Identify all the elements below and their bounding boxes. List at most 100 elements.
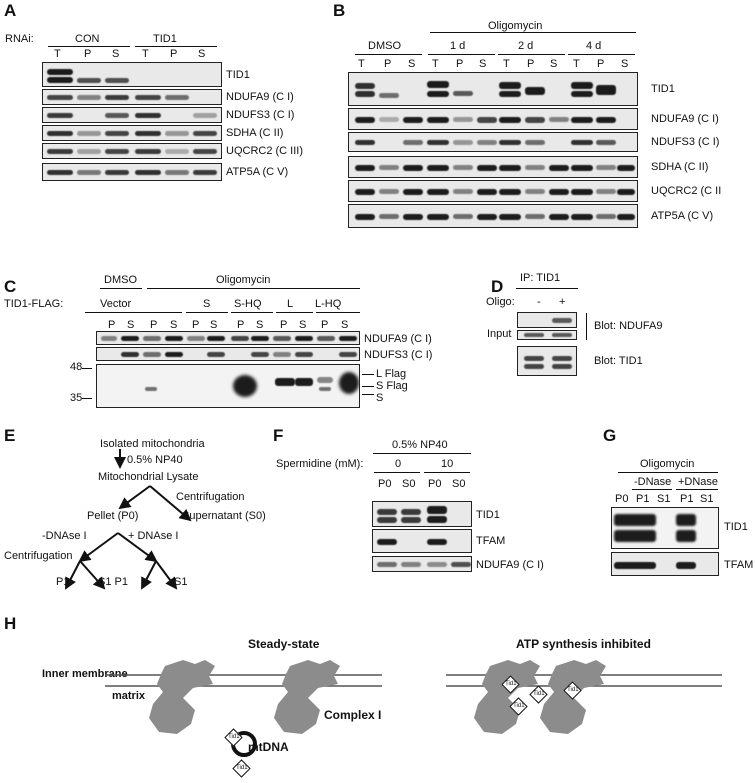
blot-a-ndufa9: [42, 89, 222, 105]
lane-label: T: [358, 58, 365, 70]
lane-label: P: [108, 319, 116, 331]
group-label: 4 d: [586, 40, 602, 52]
tid1-label: Tid1: [236, 765, 248, 772]
blot-label: ATP5A (C V): [226, 166, 289, 178]
blot-label: TID1: [651, 83, 675, 95]
lane-label: T: [503, 58, 510, 70]
lane-label: S: [127, 319, 135, 331]
group-label-tid1: TID1: [153, 33, 177, 45]
step-label: 0.5% NP40: [127, 454, 183, 466]
group-label: -DNase: [634, 476, 672, 488]
panel-label-d: D: [491, 277, 504, 296]
lane-label: P: [597, 58, 605, 70]
blot-label: TFAM: [476, 535, 506, 547]
lane-label: P0: [428, 478, 442, 490]
dose-bar: [424, 472, 470, 473]
lane-label: P: [280, 319, 288, 331]
lane-label: S: [210, 319, 218, 331]
matrix-label: matrix: [112, 690, 146, 702]
mw-tick: [82, 398, 92, 399]
blot-label: NDUFS3 (C I): [651, 136, 720, 148]
blot-label: TID1: [226, 69, 250, 81]
step-label: + DNAse I: [128, 530, 179, 542]
construct-bar: [186, 312, 228, 313]
panel-label-f: F: [273, 426, 284, 445]
mw-tick: [82, 368, 92, 369]
blot-label: NDUFS3 (C I): [226, 109, 295, 121]
lane-label: P: [321, 319, 329, 331]
blot-c-flag: [96, 364, 360, 408]
blot-c-ndufs3: [96, 347, 360, 361]
spermidine-label: Spermidine (mM):: [276, 458, 364, 470]
lane-label: P: [170, 48, 178, 60]
input-label: Input: [487, 328, 512, 340]
lane-label: P0: [615, 493, 629, 505]
lane-label: P: [150, 319, 158, 331]
right-title: ATP synthesis inhibited: [516, 637, 651, 651]
lane-label: P1: [680, 493, 694, 505]
blot-label: ATP5A (C V): [651, 210, 714, 222]
left-title: Steady-state: [248, 637, 320, 651]
model-diagram: [105, 660, 722, 757]
group-bar: [632, 489, 672, 490]
group-label: 2 d: [518, 40, 534, 52]
blot-c-ndufa9: [96, 331, 360, 345]
lane-label: S1: [657, 493, 671, 505]
lane-label: P: [192, 319, 200, 331]
lane-label: S: [198, 48, 206, 60]
group-label: 1 d: [450, 40, 466, 52]
panel-label-c: C: [4, 277, 17, 296]
lane-label: S: [341, 319, 349, 331]
step-label: Centrifugation: [4, 550, 73, 562]
lane-label: S1: [700, 493, 714, 505]
lane-label: P: [384, 58, 392, 70]
lane-label: S: [621, 58, 629, 70]
step-label: S1: [174, 576, 188, 588]
group-bar: [355, 54, 422, 55]
lane-label: S0: [402, 478, 416, 490]
group-bar: [676, 489, 718, 490]
construct: S-HQ: [234, 298, 262, 310]
construct-bar: [316, 312, 360, 313]
group-bar-con: [48, 46, 130, 47]
step-label: Pellet (P0): [87, 510, 139, 522]
flag-tick: [362, 374, 374, 375]
blot-b-sdha: [348, 156, 638, 178]
group-bar: [498, 54, 565, 55]
lane-label: S: [112, 48, 120, 60]
blot-b-ndufa9: [348, 108, 638, 130]
blot-f-tid1: [372, 501, 472, 527]
mtdna-label: mtDNA: [248, 740, 289, 754]
blot-a-ndufs3: [42, 107, 222, 123]
treatment-label: Oligomycin: [216, 274, 271, 286]
blot-label: TID1: [724, 521, 748, 533]
blot-g-tfam: [611, 552, 719, 576]
step-label: Mitochondrial Lysate: [98, 471, 199, 483]
blot-d-tid1: [517, 346, 577, 376]
blot-label: UQCRC2 (C III): [226, 145, 303, 157]
mw-marker: 48: [70, 361, 83, 373]
blot-label: NDUFA9 (C I): [476, 559, 544, 571]
group-bar: [428, 54, 495, 55]
treatment-bar: [430, 32, 636, 33]
group-bar: [568, 54, 635, 55]
blot-f-ndufa9: [372, 556, 472, 572]
construct: Vector: [100, 298, 132, 310]
blot-a-sdha: [42, 125, 222, 141]
group-label-con: CON: [75, 33, 100, 45]
treatment-label: Oligomycin: [640, 458, 695, 470]
blot-g-tid1: [611, 507, 719, 549]
panel-label-a: A: [4, 1, 17, 20]
blot-label: NDUFA9 (C I): [226, 91, 294, 103]
group-label: DMSO: [368, 40, 401, 52]
lane-label: T: [573, 58, 580, 70]
panel-label-e: E: [4, 426, 16, 445]
np40-bar: [373, 453, 471, 454]
lane-label: T: [142, 48, 149, 60]
flag-tick: [362, 386, 374, 387]
tid1-label: Tid1: [567, 687, 579, 694]
group-label: +DNase: [678, 476, 719, 488]
blot-label: NDUFA9 (C I): [364, 333, 432, 345]
blot-label: SDHA (C II): [226, 127, 284, 139]
step-label: Isolated mitochondria: [100, 438, 205, 450]
